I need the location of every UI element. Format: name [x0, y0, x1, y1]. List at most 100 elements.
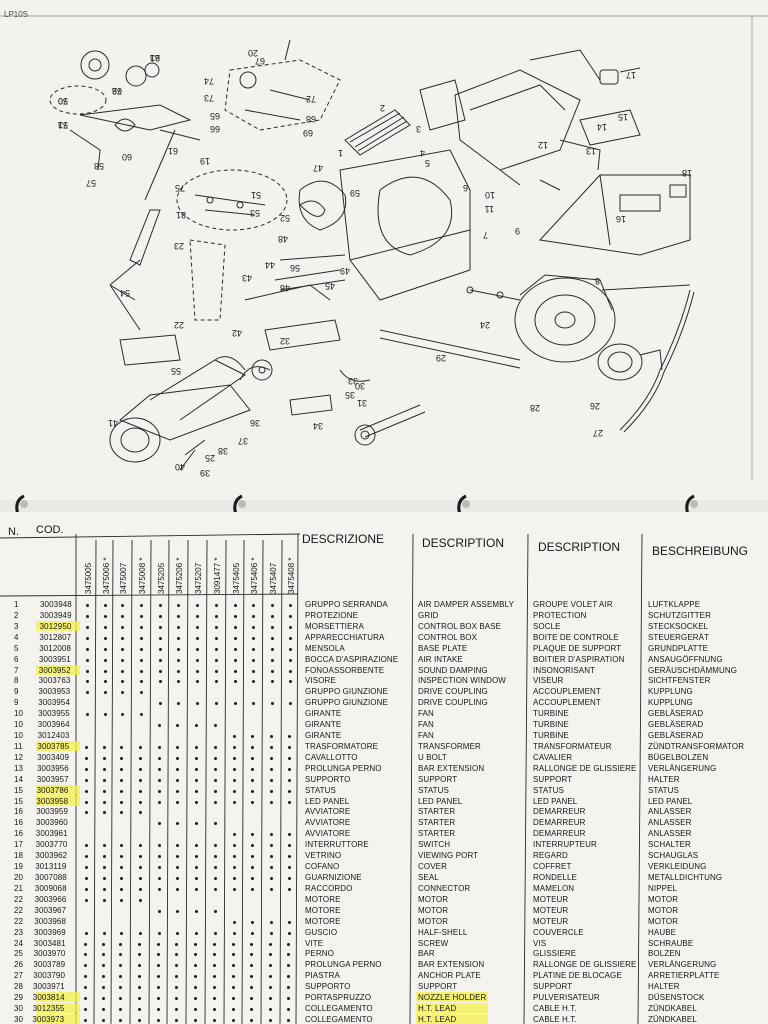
applicability-dot: [175, 1008, 179, 1012]
applicability-dot: [139, 647, 143, 651]
description-fr: TRANSFORMATEUR: [533, 741, 612, 751]
callout-label: 31: [357, 398, 367, 408]
applicability-dot: [103, 636, 107, 640]
highlight-mark: [36, 1013, 80, 1024]
description-en: BAR EXTENSION: [418, 960, 485, 970]
description-it: GUSCIO: [305, 927, 338, 937]
applicability-dot: [158, 724, 162, 728]
applicability-dot: [139, 713, 143, 717]
applicability-dot: [120, 767, 124, 771]
applicability-dot: [176, 800, 180, 804]
applicability-dot: [233, 756, 237, 760]
row-number: 16: [14, 807, 24, 817]
model-header: 3475008 *: [138, 557, 147, 594]
applicability-dot: [287, 931, 291, 935]
description-fr: GLISSIERE: [533, 949, 577, 959]
applicability-dot: [85, 800, 89, 804]
callout-label: 47: [313, 163, 323, 173]
applicability-dot: [158, 822, 161, 826]
part-code: 3003958: [36, 796, 69, 806]
callout-label: 38: [218, 446, 228, 456]
part-code: 3007088: [35, 873, 67, 882]
description-it: BOCCA D'ASPIRAZIONE: [305, 654, 399, 664]
applicability-dot: [213, 975, 217, 979]
row-number: 11: [14, 741, 23, 751]
applicability-dot: [175, 844, 179, 848]
applicability-dot: [270, 614, 274, 618]
applicability-dot: [102, 975, 106, 979]
applicability-dot: [270, 702, 274, 706]
applicability-dot: [119, 887, 123, 891]
applicability-dot: [119, 877, 123, 880]
row-number: 23: [14, 927, 24, 937]
callout-label: 48: [278, 234, 288, 244]
description-de: HALTER: [648, 774, 680, 784]
part-code: 3003961: [35, 829, 68, 839]
part-code: 3003409: [37, 752, 70, 762]
applicability-dot: [119, 898, 123, 902]
description-en: STATUS: [418, 785, 449, 795]
description-fr: TURBINE: [533, 709, 569, 719]
callout-label: 19: [200, 156, 210, 166]
applicability-dot: [251, 669, 255, 673]
applicability-dot: [85, 669, 89, 673]
row-number: 24: [14, 938, 24, 948]
applicability-dot: [194, 953, 198, 957]
description-it: GIRANTE: [305, 731, 342, 741]
applicability-dot: [287, 920, 291, 924]
description-fr: STATUS: [533, 785, 564, 795]
applicability-dot: [175, 866, 179, 870]
description-de: STATUS: [648, 785, 679, 795]
callout-label: 30: [355, 381, 365, 391]
description-de: LED PANEL: [648, 796, 693, 806]
applicability-dot: [158, 767, 162, 771]
applicability-dot: [157, 1008, 161, 1012]
applicability-dot: [103, 713, 107, 717]
description-de: ARRETIERPLATTE: [648, 971, 720, 981]
description-de: STECKSOCKEL: [648, 621, 709, 631]
description-it: PIASTRA: [305, 971, 340, 981]
applicability-dot: [103, 669, 107, 673]
description-fr: INSONORISANT: [533, 665, 596, 675]
description-de: ANLASSER: [648, 818, 692, 828]
description-fr: BOITE DE CONTROLE: [533, 632, 619, 642]
applicability-dot: [269, 942, 273, 946]
highlight-mark: [36, 992, 80, 1003]
callout-label: 20: [248, 48, 258, 58]
applicability-dot: [175, 953, 179, 957]
row-number: 28: [14, 982, 24, 992]
applicability-dot: [103, 789, 107, 793]
description-en: NOZZLE HOLDER: [418, 993, 487, 1003]
applicability-dot: [157, 986, 161, 990]
applicability-dot: [102, 964, 106, 968]
description-en: BAR: [418, 949, 435, 959]
description-it: AVVIATORE: [305, 818, 351, 828]
applicability-dot: [288, 767, 292, 771]
callout-label: 13: [586, 146, 596, 156]
applicability-dot: [158, 800, 162, 804]
applicability-dot: [214, 822, 217, 826]
applicability-dot: [287, 844, 291, 848]
callout-label: 57: [86, 178, 96, 188]
applicability-dot: [138, 898, 142, 902]
description-it: MENSOLA: [305, 643, 345, 653]
part-code: 3003962: [35, 851, 68, 861]
callout-label: 58: [94, 161, 104, 171]
applicability-dot: [233, 702, 237, 706]
applicability-dot: [250, 887, 254, 891]
callout-label: 45: [325, 281, 335, 291]
applicability-dot: [195, 680, 199, 684]
applicability-dot: [120, 680, 124, 684]
part-code: 3003969: [34, 927, 66, 937]
row-number: 21: [14, 883, 24, 893]
description-de: ANLASSER: [648, 807, 692, 817]
part-code: 3003952: [38, 665, 71, 675]
applicability-dot: [194, 975, 198, 979]
description-fr: TURBINE: [533, 731, 569, 741]
callout-label: 72: [306, 94, 316, 104]
applicability-dot: [269, 975, 273, 979]
applicability-dot: [157, 964, 161, 968]
description-en: BASE PLATE: [418, 643, 468, 653]
description-de: GRUNDPLATTE: [648, 643, 709, 653]
part-code: 3003959: [36, 807, 69, 817]
